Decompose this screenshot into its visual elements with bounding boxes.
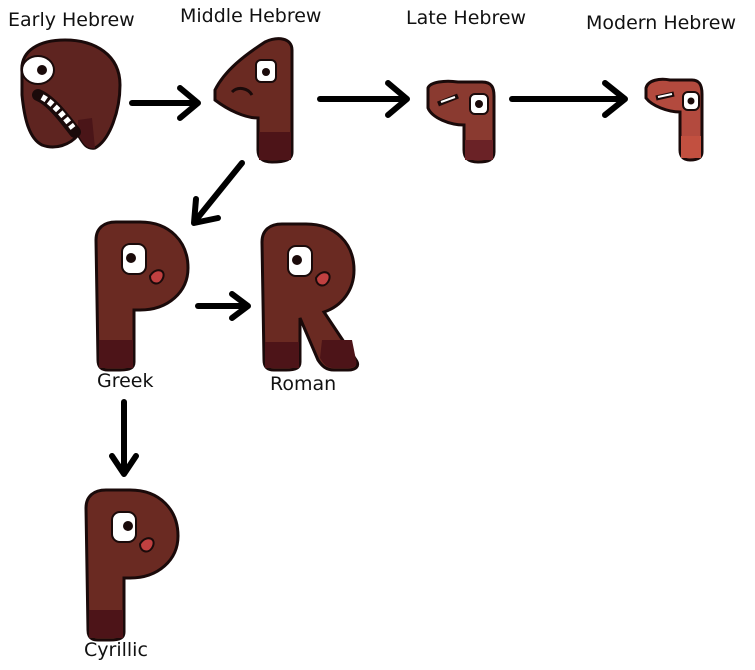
label-roman: Roman bbox=[270, 373, 337, 395]
middle-hebrew-character bbox=[213, 37, 294, 164]
arrow-greek-to-roman bbox=[195, 291, 251, 321]
cyrillic-character bbox=[84, 488, 180, 642]
early-hebrew-character bbox=[20, 38, 122, 150]
label-greek: Greek bbox=[97, 370, 154, 392]
late-hebrew-character bbox=[426, 79, 496, 164]
arrow-greek-to-cyrillic bbox=[109, 399, 139, 477]
arrow-early-to-middle bbox=[129, 85, 201, 121]
label-early-hebrew: Early Hebrew bbox=[8, 9, 135, 31]
roman-character bbox=[260, 222, 360, 372]
label-late-hebrew: Late Hebrew bbox=[406, 7, 527, 29]
arrow-late-to-modern bbox=[509, 80, 628, 118]
arrow-middle-to-late bbox=[317, 80, 410, 118]
label-modern-hebrew: Modern Hebrew bbox=[586, 12, 736, 34]
modern-hebrew-character bbox=[644, 77, 704, 162]
greek-character bbox=[94, 220, 190, 372]
arrow-middle-to-greek bbox=[191, 160, 245, 226]
label-middle-hebrew: Middle Hebrew bbox=[180, 5, 322, 27]
label-cyrillic: Cyrillic bbox=[84, 639, 148, 661]
